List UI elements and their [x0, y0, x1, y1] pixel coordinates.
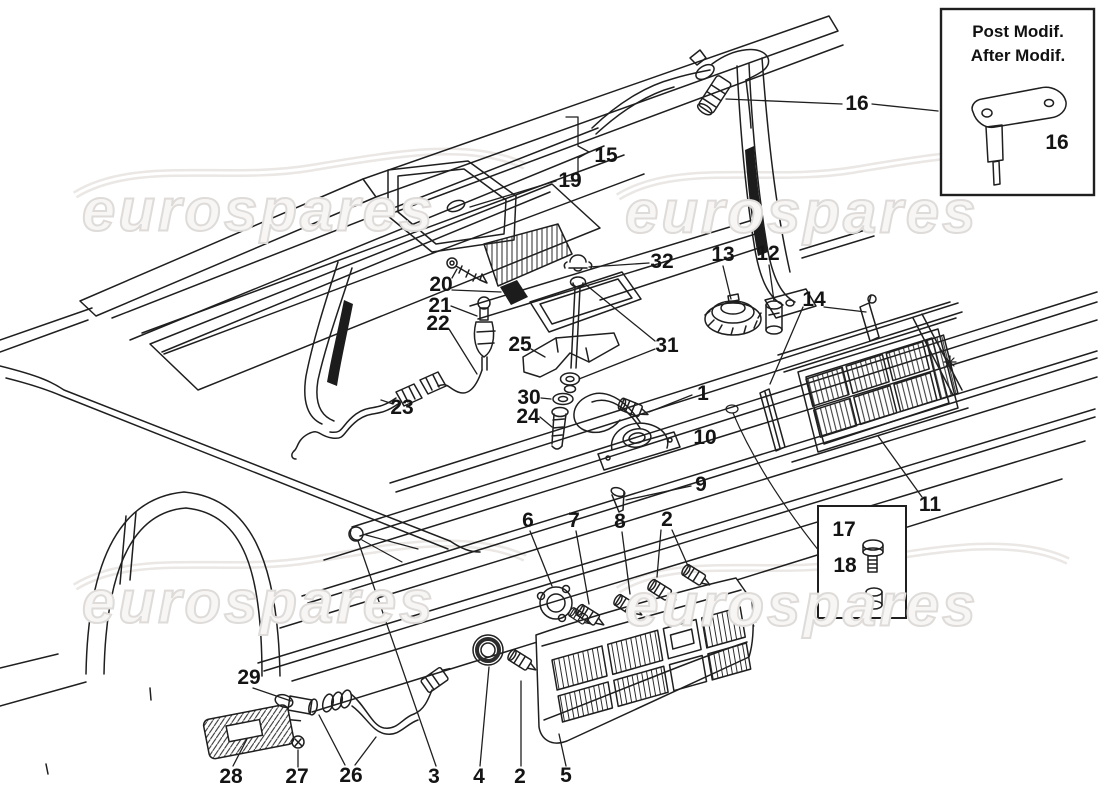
callout-24: 24: [516, 405, 540, 428]
grommet-32: [563, 254, 593, 272]
screw-27: [291, 735, 305, 749]
callout-22: 22: [426, 312, 450, 335]
callout-26: 26: [339, 764, 363, 787]
tail-light-lens-5: [535, 577, 754, 744]
trunk-hinge-left: [304, 261, 353, 425]
callout-23: 23: [390, 396, 414, 419]
nut-3: [348, 526, 419, 563]
bulb-29: [274, 693, 319, 716]
washer-30: [552, 392, 574, 406]
grommet-18: [865, 587, 883, 610]
callout-13: 13: [711, 243, 735, 266]
callout-27: 27: [285, 765, 309, 788]
callout-21: 21: [428, 294, 452, 317]
inset-box-17-18: [817, 505, 907, 619]
wheel-arch: [85, 491, 281, 677]
mount-hole-and-curve: [725, 404, 824, 557]
leader-lines: [232, 98, 1054, 768]
socket-6: [536, 584, 595, 629]
watermark-text: eurospares: [81, 568, 436, 637]
mount-plate: [529, 271, 642, 333]
callout-6: 6: [522, 509, 534, 532]
callout-4: 4: [473, 765, 485, 788]
callout-11: 11: [918, 493, 942, 516]
trunk-lid: [79, 15, 844, 391]
callout-31: 31: [655, 334, 679, 357]
stud-21: [473, 296, 496, 371]
bulb-socket-top: [695, 63, 732, 116]
callout-7: 7: [568, 509, 580, 532]
callout-17: 17: [832, 518, 856, 541]
callout-5: 5: [560, 764, 572, 787]
bracket-part-16: [971, 86, 1067, 186]
callout-12: 12: [756, 242, 780, 265]
inset-box-post-modif: [939, 7, 1096, 197]
callout-14: 14: [802, 288, 826, 311]
socket-4: [472, 634, 504, 666]
side-marker-lamp: [202, 666, 451, 760]
screw-17: [862, 539, 884, 573]
trunk-hinge-right: [736, 57, 875, 319]
license-lamp-wire: [573, 392, 641, 434]
callout-28: 28: [219, 765, 243, 788]
callout-2: 2: [661, 508, 673, 531]
callout-10: 10: [693, 426, 717, 449]
inset-title-line2: After Modif.: [970, 46, 1066, 65]
screw-9: [610, 486, 626, 513]
callout-19: 19: [558, 169, 582, 192]
watermark-text: eurospares: [624, 178, 979, 247]
callout-20: 20: [429, 273, 453, 296]
harness-top: [591, 48, 770, 135]
screw-24: [551, 406, 569, 450]
callout-15: 15: [594, 144, 618, 167]
screw-20: [446, 257, 488, 284]
callout-3: 3: [428, 765, 440, 788]
harness-22-23: [291, 369, 483, 460]
watermark-text: eurospares: [81, 176, 436, 245]
callout-18: 18: [833, 554, 857, 577]
connector-26: [420, 666, 451, 693]
callout-2: 2: [514, 765, 526, 788]
tail-lamp-assembly-11: [777, 301, 969, 463]
callout-16: 16: [845, 92, 869, 115]
license-lamp: [597, 422, 681, 471]
gasket-strips-14: [759, 294, 880, 452]
fuel-cap-part: [704, 293, 762, 336]
inset-title-line1: Post Modif.: [972, 22, 1064, 41]
callout-30: 30: [517, 386, 541, 409]
callout-29: 29: [237, 666, 261, 689]
callout-1: 1: [697, 382, 709, 405]
callout-25: 25: [508, 333, 532, 356]
callout-32: 32: [650, 250, 674, 273]
callout-16: 16: [1045, 131, 1069, 154]
clip-20: [500, 280, 528, 305]
bracket-25: [522, 332, 620, 378]
watermark-text: eurospares: [624, 571, 979, 640]
callout-9: 9: [695, 473, 707, 496]
brake-light-grille: [483, 223, 573, 287]
callout-8: 8: [614, 510, 626, 533]
